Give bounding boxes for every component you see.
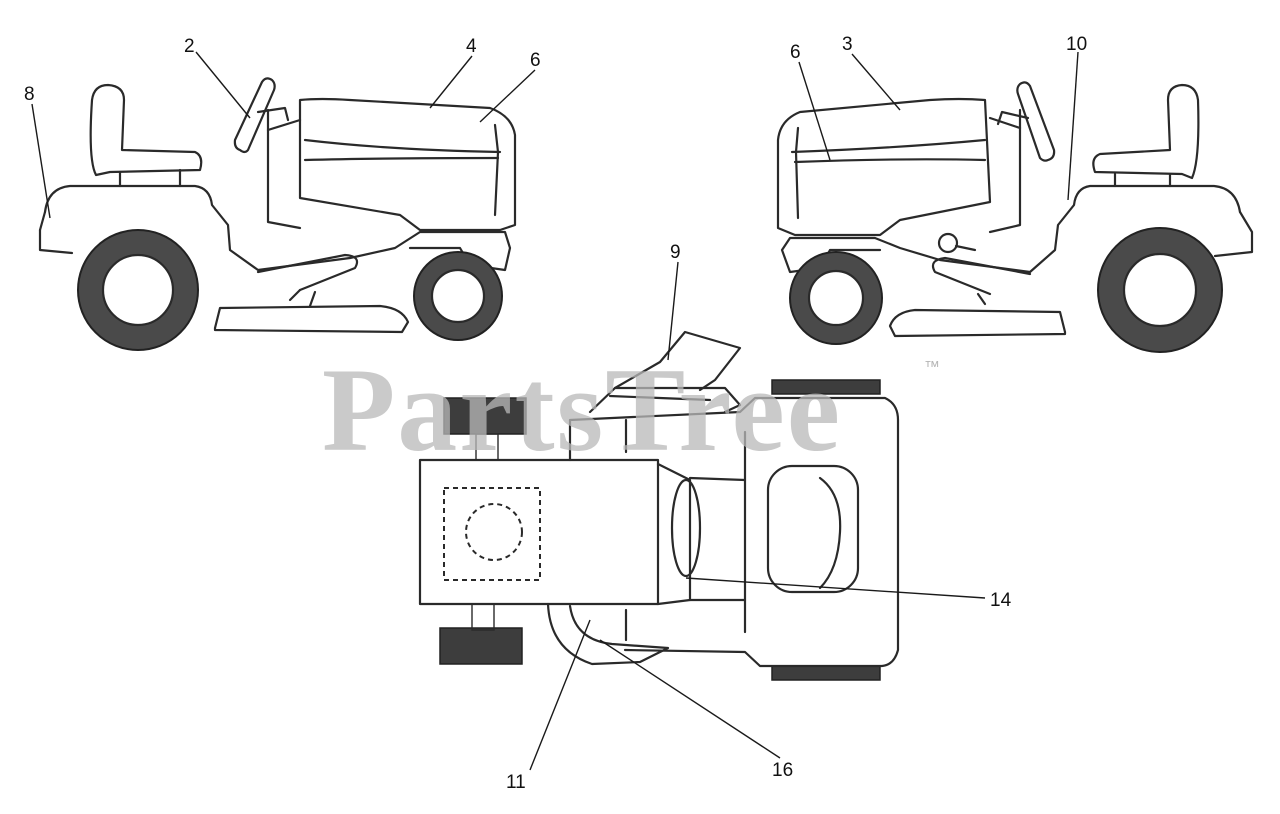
right-side-view-tractor <box>776 81 1254 353</box>
callout-labels: 2 4 6 8 3 6 10 9 14 11 16 <box>24 34 1087 793</box>
watermark-text: PartsTree <box>322 343 842 476</box>
left-side-view-tractor <box>38 77 517 351</box>
callout-4[interactable]: 4 <box>466 36 477 57</box>
callout-6-left[interactable]: 6 <box>530 50 541 71</box>
callout-9[interactable]: 9 <box>670 242 681 263</box>
rear-tire-top <box>443 397 527 435</box>
front-tire-top <box>771 379 881 395</box>
callout-10[interactable]: 10 <box>1066 34 1087 55</box>
callout-8[interactable]: 8 <box>24 84 35 105</box>
rear-tire-bottom <box>439 627 523 665</box>
callout-14[interactable]: 14 <box>990 590 1012 611</box>
callout-3[interactable]: 3 <box>842 34 853 55</box>
callout-2[interactable]: 2 <box>184 36 195 57</box>
callout-16[interactable]: 16 <box>772 760 793 781</box>
trademark-symbol: ™ <box>924 359 940 376</box>
top-view-tractor <box>418 330 900 681</box>
partstree-watermark: PartsTree ™ <box>322 343 940 476</box>
seat-top-view <box>766 464 860 594</box>
callout-6-right[interactable]: 6 <box>790 42 801 63</box>
leader-lines <box>31 51 1079 771</box>
front-tire-bottom <box>771 665 881 681</box>
rear-body-top-view <box>418 458 660 606</box>
steering-wheel-top-view <box>670 478 702 578</box>
callout-11[interactable]: 11 <box>506 772 526 793</box>
